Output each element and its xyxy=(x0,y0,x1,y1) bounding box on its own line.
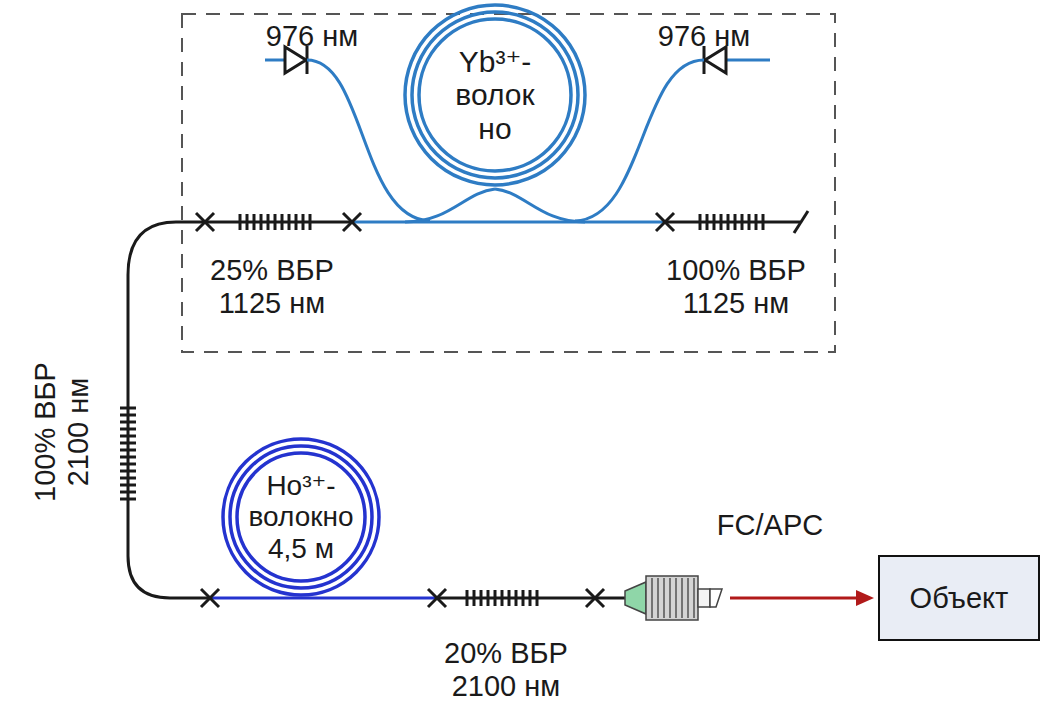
component-label: 976 нм xyxy=(266,20,358,53)
object-label: Объект xyxy=(910,582,1009,615)
output-arrow xyxy=(730,590,874,606)
component-label: 100% ВБР 1125 нм xyxy=(656,254,816,321)
component-label: 20% ВБР 2100 нм xyxy=(426,637,586,702)
object-box: Объект xyxy=(878,555,1040,641)
fiber-name: Ho³⁺- волокно xyxy=(237,470,365,533)
fiber-coil: Yb³⁺- волок но xyxy=(402,2,588,188)
fiber-name: Yb³⁺- волок но xyxy=(446,45,544,146)
component-label: FC/APC xyxy=(717,509,823,542)
fiber-coil: Ho³⁺- волокно4,5 м xyxy=(220,436,382,598)
component-label: 25% ВБР 1125 нм xyxy=(192,254,352,321)
fiber-name: 4,5 м xyxy=(237,533,365,564)
fc-apc-connector xyxy=(625,576,722,620)
component-label: 976 нм xyxy=(658,20,750,53)
component-label: 100% ВБР 2100 нм xyxy=(29,352,96,512)
holmium-fiber-lead xyxy=(210,597,437,600)
